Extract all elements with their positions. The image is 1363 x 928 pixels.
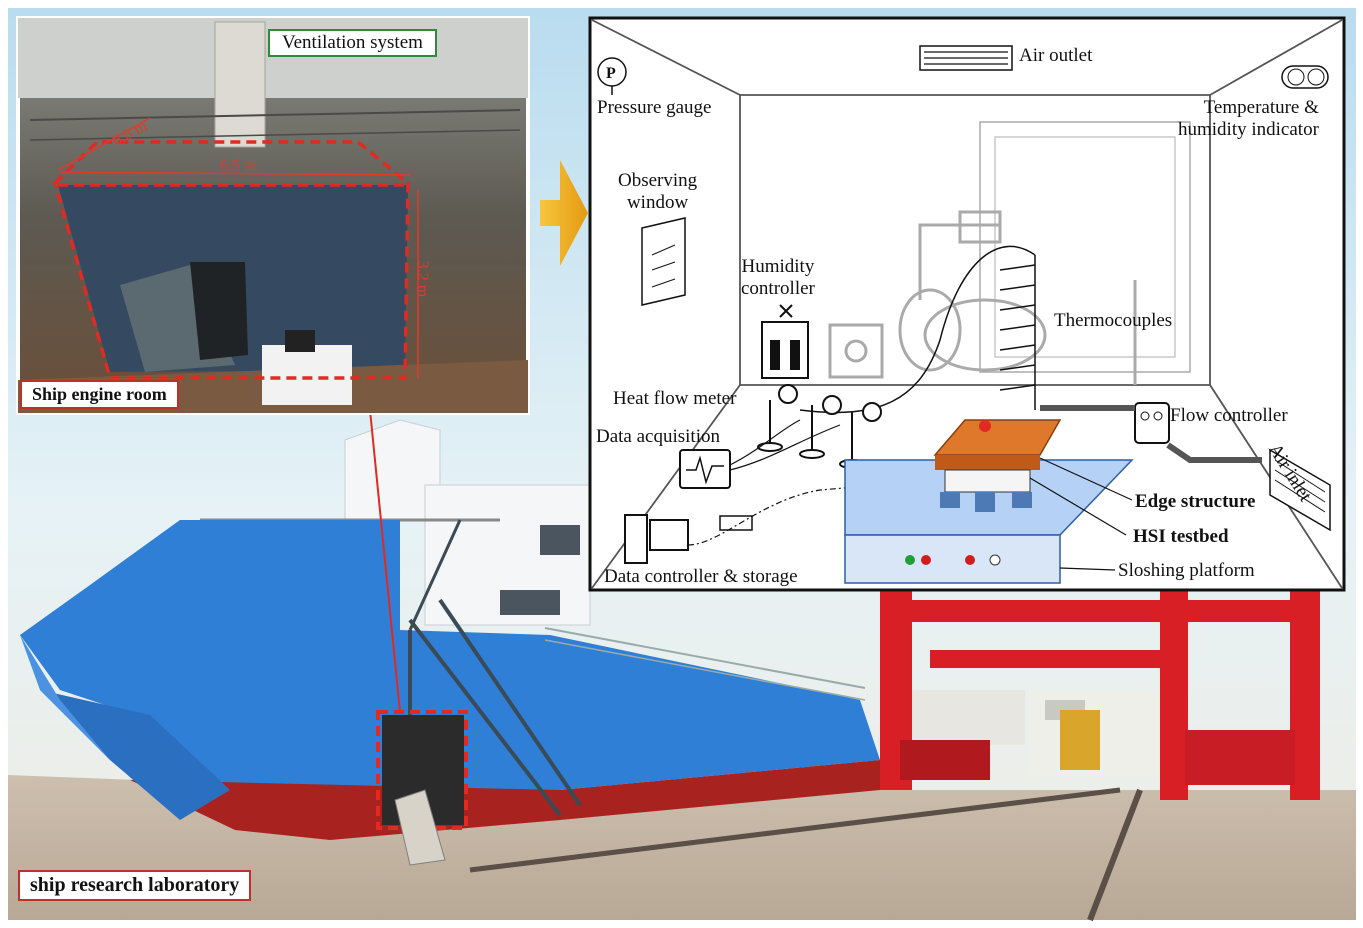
- engine-room-photo: [16, 16, 530, 415]
- sloshing-platform-label: Sloshing platform: [1118, 560, 1255, 581]
- humidity-controller-line2: controller: [741, 277, 815, 299]
- observing-window-label: Observing window: [618, 170, 697, 214]
- schematic-diagram: P: [588, 16, 1346, 592]
- air-inlet-icon: [1269, 448, 1331, 532]
- pressure-gauge-label: Pressure gauge: [597, 97, 712, 118]
- flow-arrow: [540, 160, 588, 266]
- background-equipment: [828, 210, 1137, 385]
- ship-superstructure: [200, 419, 591, 626]
- thermocouples-label: Thermocouples: [1054, 310, 1173, 331]
- hsi-testbed-label: HSI testbed: [1133, 526, 1229, 547]
- data-controller-icon: [624, 479, 941, 564]
- data-acquisition-icon: [679, 419, 841, 489]
- temperature-humidity-line2: humidity indicator: [1178, 118, 1319, 140]
- flow-controller-icon: [1040, 402, 1262, 463]
- humidity-controller-line1: Humidity: [741, 256, 815, 277]
- height-measurement: 3.2 m: [414, 260, 432, 298]
- flow-controller-label: Flow controller: [1170, 405, 1288, 426]
- temperature-humidity-icon: [1281, 65, 1329, 89]
- humidity-controller-label: Humidity controller: [741, 256, 815, 300]
- engine-room-label: Ship engine room: [20, 380, 179, 409]
- width-measurement: 6.5 m: [220, 157, 257, 174]
- air-outlet-label: Air outlet: [1019, 45, 1093, 66]
- temperature-humidity-label: Temperature & humidity indicator: [1178, 97, 1319, 141]
- crane: [880, 590, 1320, 800]
- observing-window-line1: Observing: [618, 170, 698, 191]
- ship-hull: [20, 520, 880, 840]
- edge-structure-label: Edge structure: [1135, 491, 1256, 512]
- data-acquisition-label: Data acquisition: [596, 426, 720, 447]
- sloshing-platform-icon: [844, 459, 1134, 584]
- ventilation-system-label: Ventilation system: [268, 29, 437, 57]
- pressure-gauge-icon: P: [597, 57, 627, 95]
- observing-window-icon: [641, 217, 686, 306]
- temperature-humidity-line1: Temperature &: [1203, 97, 1319, 118]
- data-controller-label: Data controller & storage: [604, 566, 798, 587]
- air-outlet-icon: [919, 45, 1013, 71]
- svg-text:P: P: [606, 65, 616, 82]
- hsi-testbed-icon: [933, 419, 1062, 512]
- laboratory-label: ship research laboratory: [18, 870, 252, 901]
- heat-flow-meter-label: Heat flow meter: [613, 388, 737, 409]
- humidity-controller-icon: [761, 304, 809, 379]
- observing-window-line2: window: [626, 191, 689, 213]
